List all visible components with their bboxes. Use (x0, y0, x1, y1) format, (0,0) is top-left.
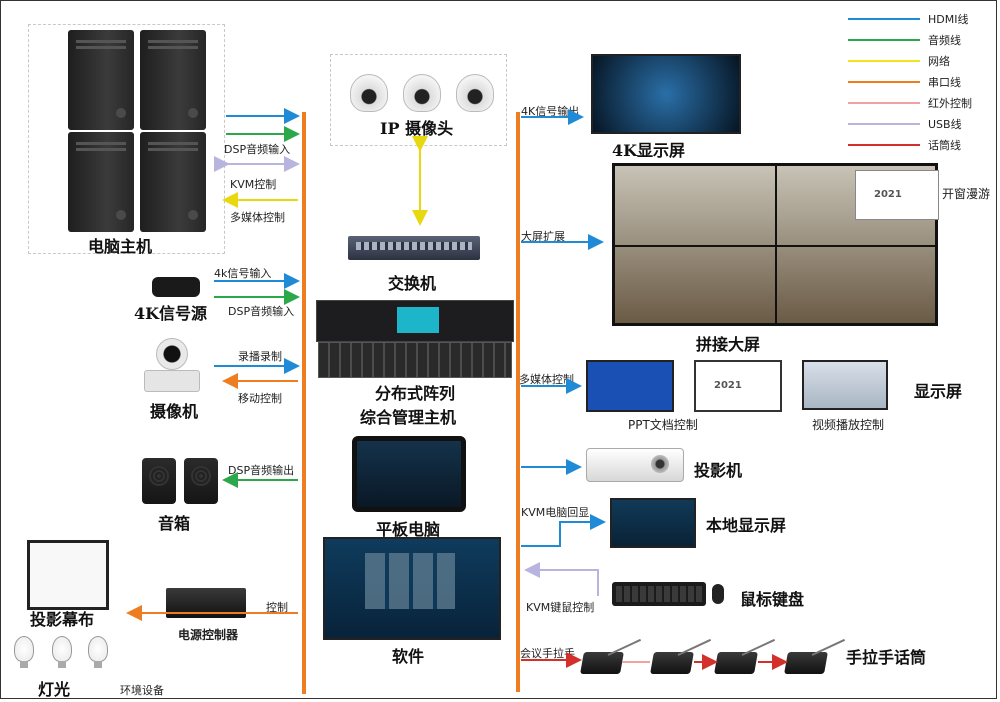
videowall-title: 拼接大屏 (696, 335, 761, 354)
legend-label: 红外控制 (928, 97, 972, 110)
out-4k-label: 4K信号输出 (521, 105, 580, 118)
pc-title: 电脑主机 (88, 237, 153, 256)
media-ctrl-r-label: 多媒体控制 (519, 373, 574, 386)
mic-title: 手拉手话筒 (846, 648, 927, 667)
right-bus (516, 112, 520, 692)
video-wall-icon: 2021 (612, 163, 939, 326)
dome-camera-icon (456, 74, 494, 112)
display-slide-icon: 2021 (694, 360, 782, 412)
dome-camera-icon (403, 74, 441, 112)
local-display-icon (610, 498, 696, 548)
speaker-icon (184, 458, 218, 504)
dsp-in-1-label: DSP音频输入 (224, 143, 291, 156)
matrix-title-a: 分布式阵列 (375, 384, 456, 403)
video-ctrl-label: 视频播放控制 (812, 418, 885, 432)
ppt-ctrl-label: PPT文档控制 (628, 418, 698, 432)
legend-label: HDMI线 (928, 13, 969, 26)
network-switch-icon (348, 236, 480, 260)
lights-title: 灯光 (38, 680, 71, 699)
matrix-host-icon (316, 300, 514, 342)
tablet-title: 平板电脑 (376, 520, 441, 539)
legend-swatch (848, 60, 920, 62)
pc-tower-icon (140, 132, 206, 232)
dsp-in-2-label: DSP音频输入 (228, 305, 295, 318)
legend-swatch (848, 18, 920, 20)
left-bus (302, 112, 306, 694)
ipcam-title: IP 摄像头 (380, 119, 454, 138)
display-ppt-icon (586, 360, 674, 412)
conf-mic-label: 会议手拉手 (520, 647, 575, 660)
legend-label: USB线 (928, 118, 962, 131)
legend-swatch (848, 81, 920, 83)
legend-label: 串口线 (928, 76, 961, 89)
kbm-title: 鼠标键盘 (740, 590, 805, 609)
pc-tower-icon (68, 30, 134, 130)
matrix-title-b: 综合管理主机 (360, 408, 457, 427)
legend-label: 网络 (928, 55, 950, 68)
software-ui-icon (323, 537, 501, 640)
power-ctrl-title: 电源控制器 (178, 628, 239, 642)
in-4k-label: 4k信号输入 (214, 267, 272, 280)
pc-tower-icon (68, 132, 134, 232)
light-bulb-icon (14, 636, 34, 668)
kvm-echo-label: KVM电脑回显 (521, 506, 590, 519)
software-title: 软件 (392, 647, 425, 666)
display-video-icon (802, 360, 888, 410)
dsp-out-label: DSP音频输出 (228, 464, 295, 477)
wall-slide-year: 2021 (874, 189, 902, 200)
kvm-kbm-label: KVM键鼠控制 (526, 601, 595, 614)
roam-label: 开窗漫游 (942, 187, 991, 201)
rec-live-label: 录播录制 (238, 350, 282, 363)
move-ctrl-label: 移动控制 (238, 392, 282, 405)
proj-screen-title: 投影幕布 (30, 610, 95, 629)
light-bulb-icon (52, 636, 72, 668)
light-bulb-icon (88, 636, 108, 668)
src4k-title: 4K信号源 (134, 304, 208, 323)
display-slide-year: 2021 (714, 380, 742, 391)
kvm-ctrl-label: KVM控制 (230, 178, 277, 191)
projector-icon (586, 448, 684, 482)
env-label: 环境设备 (120, 684, 164, 697)
legend-label: 音频线 (928, 34, 961, 47)
legend-swatch (848, 39, 920, 41)
legend-swatch (848, 102, 920, 104)
matrix-rack-icon (318, 342, 512, 378)
legend-swatch (848, 144, 920, 146)
pc-tower-icon (140, 30, 206, 130)
disp4k-title: 4K显示屏 (612, 141, 686, 160)
local-disp-title: 本地显示屏 (706, 516, 787, 535)
keyboard-icon (612, 582, 706, 606)
camera-title: 摄像机 (150, 402, 199, 421)
big-ext-label: 大屏扩展 (521, 230, 565, 243)
media-box-icon (152, 277, 200, 297)
legend-label: 话筒线 (928, 139, 961, 152)
pc-arrows (214, 108, 300, 208)
pc-group-box (28, 24, 225, 254)
display-4k-icon (591, 54, 741, 134)
tablet-icon (352, 436, 466, 512)
dome-camera-icon (350, 74, 388, 112)
projector-title: 投影机 (694, 461, 743, 480)
speaker-icon (142, 458, 176, 504)
switch-title: 交换机 (388, 274, 437, 293)
displays-title: 显示屏 (914, 382, 963, 401)
legend-swatch (848, 123, 920, 125)
projection-screen-icon (27, 540, 109, 610)
ptz-camera-icon (140, 336, 202, 392)
control-label: 控制 (266, 601, 288, 614)
speaker-title: 音箱 (158, 514, 191, 533)
mouse-icon (712, 584, 724, 604)
media-ctrl-label: 多媒体控制 (230, 211, 285, 224)
